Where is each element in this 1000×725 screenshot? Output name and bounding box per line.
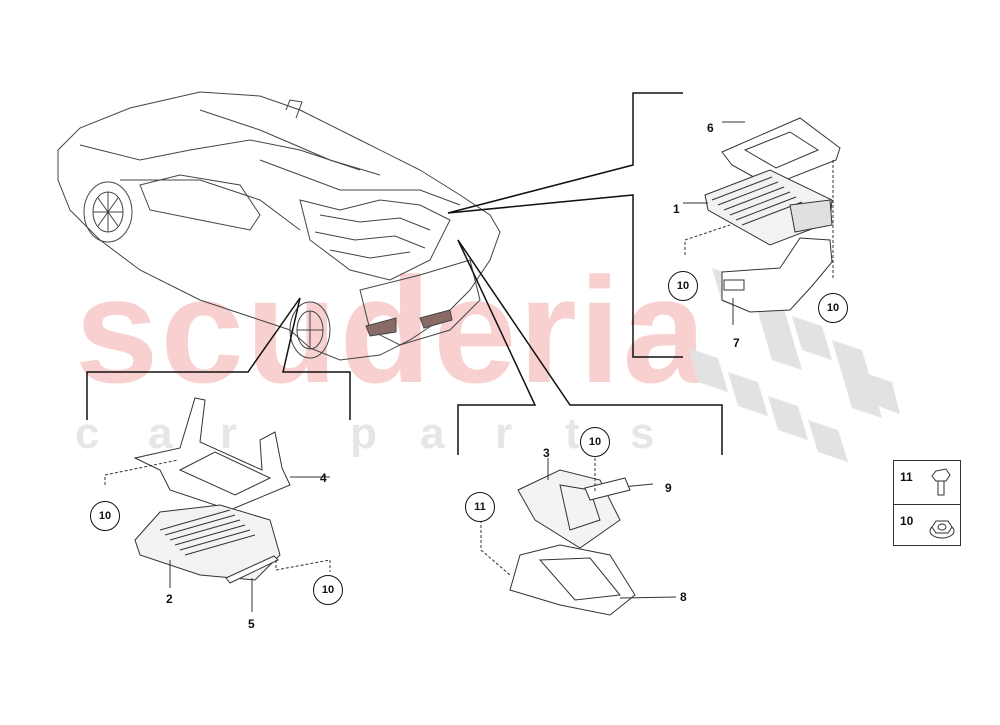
circled-ref-10[interactable]: 10 xyxy=(313,575,343,605)
callout-4[interactable]: 4 xyxy=(320,471,327,485)
callout-9[interactable]: 9 xyxy=(665,481,672,495)
watermark-letter: t xyxy=(565,409,580,458)
callout-3[interactable]: 3 xyxy=(543,446,550,460)
callout-2[interactable]: 2 xyxy=(166,592,173,606)
circled-ref-10[interactable]: 10 xyxy=(668,271,698,301)
legend-number: 10 xyxy=(900,514,914,528)
watermark-letter: r xyxy=(495,409,513,458)
legend-row-bolt[interactable]: 11 xyxy=(894,461,960,504)
watermark-letter: p xyxy=(350,409,377,458)
callout-6[interactable]: 6 xyxy=(707,121,714,135)
callout-8[interactable]: 8 xyxy=(680,590,687,604)
callout-1[interactable]: 1 xyxy=(673,202,680,216)
circled-ref-10[interactable]: 10 xyxy=(580,427,610,457)
circled-ref-11[interactable]: 11 xyxy=(465,492,495,522)
watermark-letter: r xyxy=(220,409,238,458)
watermark-letter: a xyxy=(420,409,445,458)
callout-7[interactable]: 7 xyxy=(733,336,740,350)
legend-number: 11 xyxy=(900,470,913,484)
watermark-letter: s xyxy=(630,409,655,458)
legend-row-nut[interactable]: 10 xyxy=(894,504,960,547)
watermark-letter: a xyxy=(148,409,173,458)
bolt-icon xyxy=(931,468,951,496)
circled-ref-10[interactable]: 10 xyxy=(90,501,120,531)
nut-icon xyxy=(929,520,955,539)
hardware-legend: 11 10 xyxy=(893,460,961,546)
callout-5[interactable]: 5 xyxy=(248,617,255,631)
circled-ref-10[interactable]: 10 xyxy=(818,293,848,323)
